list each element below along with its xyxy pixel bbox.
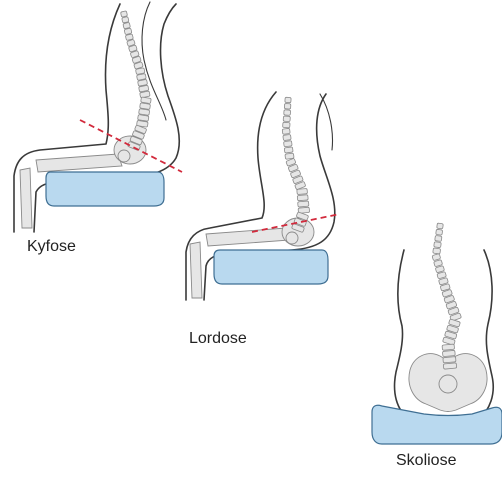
skoliose-vertebra — [434, 242, 442, 248]
kyfose-vertebra — [139, 109, 150, 116]
figure-skoliose — [372, 223, 502, 444]
kyfose-vertebra — [122, 17, 129, 23]
kyfose-vertebra — [120, 11, 127, 17]
skoliose-vertebra — [442, 344, 455, 350]
lordose-vertebra — [284, 141, 293, 147]
kyfose-vertebra — [141, 97, 152, 104]
kyfose-hip-joint — [118, 150, 130, 162]
lordose-hip-joint — [286, 232, 298, 244]
kyfose-vertebra — [123, 22, 131, 29]
kyfose-vertebra — [138, 115, 149, 122]
skoliose-vertebra — [443, 363, 456, 369]
skoliose-vertebra — [435, 235, 442, 241]
lordose-vertebra — [283, 116, 290, 122]
lordose-vertebra — [282, 128, 290, 134]
lordose-vertebra — [284, 147, 293, 153]
kyfose-tibia — [20, 168, 32, 228]
label-lordose: Lordose — [189, 330, 247, 348]
kyfose-vertebra — [124, 28, 132, 35]
kyfose-spine — [120, 11, 151, 151]
skoliose-vertebra — [432, 254, 441, 261]
lordose-tibia — [190, 242, 202, 298]
lordose-vertebra — [297, 195, 308, 201]
lordose-vertebra — [283, 134, 291, 140]
lordose-vertebra — [297, 188, 308, 194]
skoliose-vertebra — [436, 229, 443, 235]
figure-lordose — [186, 92, 340, 300]
label-kyfose: Kyfose — [27, 238, 76, 256]
skoliose-sacrum — [439, 375, 457, 393]
lordose-vertebra — [284, 103, 291, 109]
lordose-vertebra — [283, 122, 290, 128]
skoliose-vertebra — [433, 248, 441, 254]
kyfose-vertebra — [140, 103, 151, 110]
figure-kyfose — [14, 2, 182, 232]
skoliose-vertebra — [437, 223, 444, 229]
lordose-femur — [206, 228, 290, 246]
skoliose-vertebra — [443, 357, 456, 363]
lordose-cushion — [214, 250, 328, 284]
skoliose-spine — [432, 223, 462, 369]
skoliose-vertebra — [442, 350, 455, 356]
lordose-vertebra — [284, 110, 291, 116]
lordose-vertebra — [298, 201, 309, 207]
lordose-spine — [282, 97, 309, 232]
lordose-vertebra — [285, 97, 291, 103]
skoliose-cushion — [372, 405, 502, 444]
label-skoliose: Skoliose — [396, 452, 456, 470]
kyfose-cushion — [46, 172, 164, 206]
kyfose-femur — [36, 154, 122, 172]
